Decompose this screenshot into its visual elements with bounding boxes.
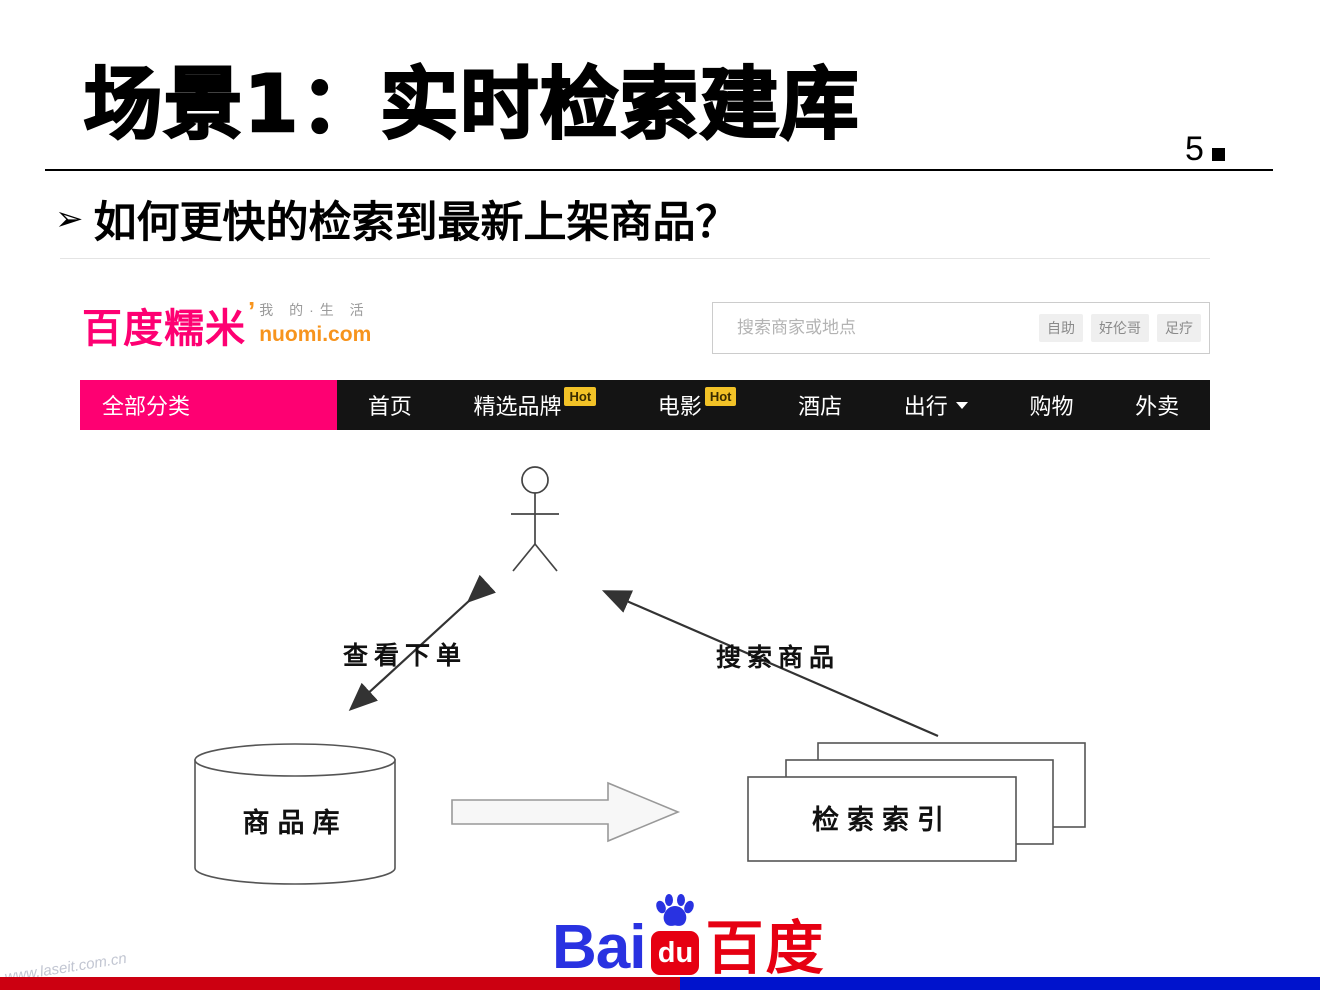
nav-item-label: 酒店	[798, 394, 843, 419]
search-box[interactable]: 自助 好伦哥 足疗	[712, 302, 1210, 354]
search-product-arrow	[601, 590, 939, 738]
nuomi-logo-text[interactable]: 百度糯米	[82, 307, 246, 351]
nav-item-travel[interactable]: 出行	[904, 389, 968, 421]
product-db-cylinder	[194, 743, 396, 885]
nuomi-logo: 百度糯米 ’ 我 的·生 活 nuomi.com	[82, 296, 371, 354]
search-tag[interactable]: 自助	[1039, 314, 1083, 342]
footer-bar-blue	[680, 977, 1320, 990]
nav-item-label: 出行	[903, 394, 948, 419]
nav-item-takeout[interactable]: 外卖	[1135, 389, 1179, 421]
nav-item-shopping[interactable]: 购物	[1029, 389, 1073, 421]
hot-badge: Hot	[704, 387, 737, 406]
nuomi-domain: nuomi.com	[259, 323, 372, 346]
baidu-logo-du-column: du	[651, 893, 700, 975]
index-card-stack	[747, 742, 1086, 862]
nav-item-label: 精选品牌	[473, 394, 562, 419]
search-product-label: 搜索商品	[716, 643, 840, 672]
section-divider	[60, 258, 1210, 259]
footer-bar-red	[0, 977, 680, 990]
architecture-diagram: 查看下单 搜索商品 商品库 检索索引	[194, 466, 1086, 885]
paw-icon	[656, 894, 695, 926]
nav-items: 首页 精选品牌 Hot 电影 Hot 酒店 出行 购物 外卖	[337, 380, 1210, 430]
search-tag[interactable]: 好伦哥	[1091, 314, 1149, 342]
flow-block-arrow	[451, 781, 681, 843]
baidu-logo-bai: Bai	[552, 913, 646, 983]
nav-item-movies[interactable]: 电影 Hot	[657, 387, 737, 421]
baidu-logo: Bai du 百度	[552, 893, 826, 983]
all-categories-button[interactable]: 全部分类	[80, 380, 337, 430]
nav-item-home[interactable]: 首页	[368, 389, 412, 421]
nuomi-logo-accent: ’	[248, 296, 256, 326]
nuomi-navbar: 全部分类 首页 精选品牌 Hot 电影 Hot 酒店 出行 购物	[80, 380, 1210, 430]
nav-item-label: 外卖	[1135, 394, 1180, 419]
caret-down-icon	[955, 401, 968, 409]
view-order-arrow	[348, 574, 497, 711]
bullet-text: 如何更快的检索到最新上架商品？	[93, 198, 739, 248]
nav-item-featured-brands[interactable]: 精选品牌 Hot	[473, 387, 597, 421]
page-number: 5	[1185, 130, 1225, 169]
view-order-label: 查看下单	[343, 641, 467, 670]
nav-item-label: 首页	[367, 394, 412, 419]
baidu-logo-cn: 百度	[705, 915, 826, 981]
nav-item-hotels[interactable]: 酒店	[798, 389, 842, 421]
page-title: 场景1：实时检索建库	[83, 59, 861, 152]
nav-item-label: 购物	[1029, 394, 1074, 419]
page-number-square	[1211, 148, 1225, 161]
product-db-label: 商品库	[243, 808, 348, 839]
nav-item-label: 电影	[657, 394, 702, 419]
hot-badge: Hot	[564, 387, 597, 406]
nuomi-tagline: 我 的·生 活	[259, 302, 370, 318]
search-input[interactable]	[713, 318, 1039, 338]
baidu-logo-du: du	[651, 931, 700, 975]
title-divider	[45, 169, 1273, 171]
search-tag[interactable]: 足疗	[1157, 314, 1201, 342]
nuomi-logo-side: 我 的·生 活 nuomi.com	[259, 300, 371, 347]
page-number-text: 5	[1185, 130, 1204, 168]
user-actor	[511, 466, 559, 572]
index-label: 检索索引	[812, 804, 952, 836]
bullet-line: ➢ 如何更快的检索到最新上架商品？	[55, 188, 739, 250]
bullet-arrow-icon: ➢	[55, 199, 84, 239]
